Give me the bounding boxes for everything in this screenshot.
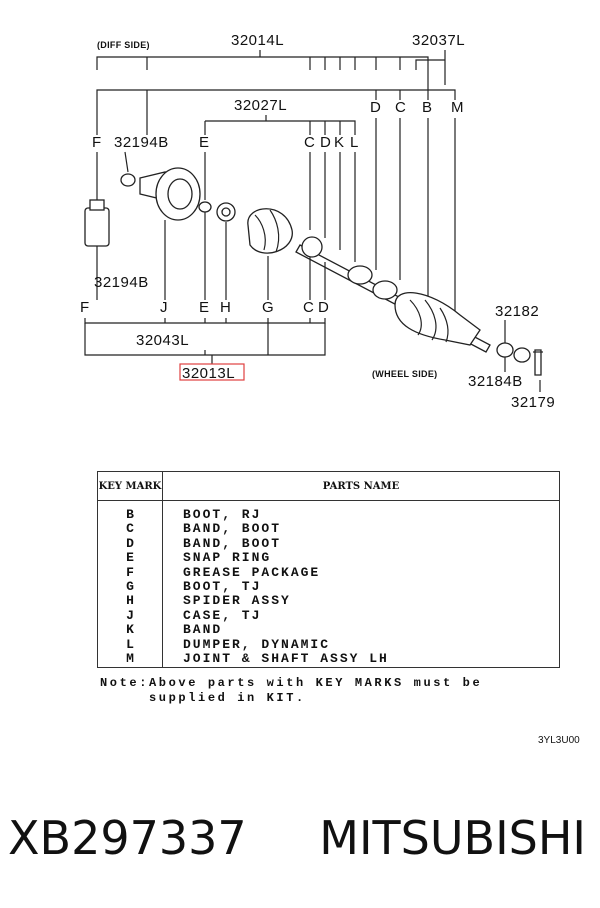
- letter-top-L: L: [350, 134, 359, 151]
- letter-top-F: F: [92, 134, 102, 151]
- snap-ring-icon: [120, 173, 136, 187]
- letter-upper-B: B: [422, 99, 433, 116]
- key-mark: B: [126, 507, 134, 522]
- kit-note: Note:Above parts with KEY MARKS must be …: [100, 676, 482, 706]
- part-number-32179: 32179: [511, 394, 555, 411]
- letter-bottom-C: C: [303, 299, 314, 316]
- letter-bottom-G: G: [262, 299, 274, 316]
- part-name: BOOT, TJ: [183, 578, 262, 594]
- bolt-icon: [533, 349, 543, 376]
- part-number-32027L: 32027L: [234, 97, 287, 114]
- part-number-32013L: 32013L: [182, 365, 235, 382]
- letter-top-C: C: [304, 134, 315, 151]
- part-number-32182: 32182: [495, 303, 539, 320]
- part-name: GREASE PACKAGE: [183, 564, 321, 580]
- grease-package-icon: [84, 199, 110, 247]
- part-number-32014L: 32014L: [231, 32, 284, 49]
- letter-top-D: D: [320, 134, 331, 151]
- diagram-code: 3YL3U00: [538, 735, 580, 746]
- key-mark: D: [126, 535, 134, 551]
- letter-bottom-J: J: [160, 299, 168, 316]
- diff-side-label: (DIFF SIDE): [97, 40, 150, 50]
- letter-bottom-D: D: [318, 299, 329, 316]
- key-mark: E: [126, 550, 134, 566]
- caption: XB297337 MITSUBISHI: [0, 803, 600, 873]
- key-mark: J: [126, 607, 134, 623]
- part-name: BAND, BOOT: [183, 521, 282, 537]
- part-name: BOOT, RJ: [183, 507, 262, 522]
- part-name: CASE, TJ: [183, 607, 262, 623]
- note-line-2: supplied in KIT.: [100, 691, 306, 705]
- boot-rj-icon: [394, 292, 481, 346]
- key-mark: F: [126, 564, 134, 580]
- key-mark: G: [126, 578, 134, 594]
- caption-part-number: XB297337: [8, 811, 247, 865]
- name-column: BOOT, RJ BAND, BOOT BAND, BOOT SNAP RING…: [162, 500, 560, 668]
- part-name: BAND, BOOT: [183, 535, 282, 551]
- caption-brand: MITSUBISHI: [319, 811, 586, 865]
- letter-bottom-H: H: [220, 299, 231, 316]
- exploded-parts-diagram: (DIFF SIDE) 32014L 32037L 32027L D C B M…: [80, 32, 555, 411]
- part-number-32194B-bottom: 32194B: [94, 274, 149, 291]
- header-key-mark: KEY MARK: [97, 471, 163, 501]
- boot-tj-icon: [247, 208, 293, 254]
- letter-upper-M: M: [451, 99, 464, 116]
- key-mark: L: [126, 636, 134, 652]
- highlight-box-32013L: [179, 363, 245, 381]
- letter-top-K: K: [334, 134, 345, 151]
- key-mark: C: [126, 521, 134, 537]
- parts-table: KEY MARK PARTS NAME B C D E F G H J K L …: [97, 471, 560, 668]
- note-line-1: Note:Above parts with KEY MARKS must be: [100, 676, 483, 690]
- header-parts-name: PARTS NAME: [162, 471, 560, 501]
- letter-top-E: E: [199, 134, 210, 151]
- key-mark: M: [126, 650, 134, 666]
- letter-bottom-E: E: [199, 299, 210, 316]
- key-mark: K: [126, 622, 134, 638]
- part-name: BAND: [183, 622, 223, 638]
- key-mark: H: [126, 593, 134, 609]
- part-number-32184B: 32184B: [468, 373, 523, 390]
- part-name: DUMPER, DYNAMIC: [183, 636, 331, 652]
- part-number-32194B-top: 32194B: [114, 134, 169, 151]
- key-column: B C D E F G H J K L M: [98, 501, 163, 668]
- wheel-side-label: (WHEEL SIDE): [372, 369, 437, 379]
- snap-ring-e-icon: [198, 201, 212, 213]
- spider-assy-icon: [216, 202, 236, 222]
- part-number-32043L: 32043L: [136, 332, 189, 349]
- part-name: SPIDER ASSY: [183, 593, 291, 609]
- part-name: SNAP RING: [183, 550, 272, 566]
- letter-upper-C: C: [395, 99, 406, 116]
- tj-case-icon: [139, 167, 201, 221]
- letter-upper-D: D: [370, 99, 381, 116]
- part-number-32037L: 32037L: [412, 32, 465, 49]
- part-name: JOINT & SHAFT ASSY LH: [183, 650, 389, 666]
- washer-icon: [496, 342, 531, 363]
- letter-bottom-F: F: [80, 299, 90, 316]
